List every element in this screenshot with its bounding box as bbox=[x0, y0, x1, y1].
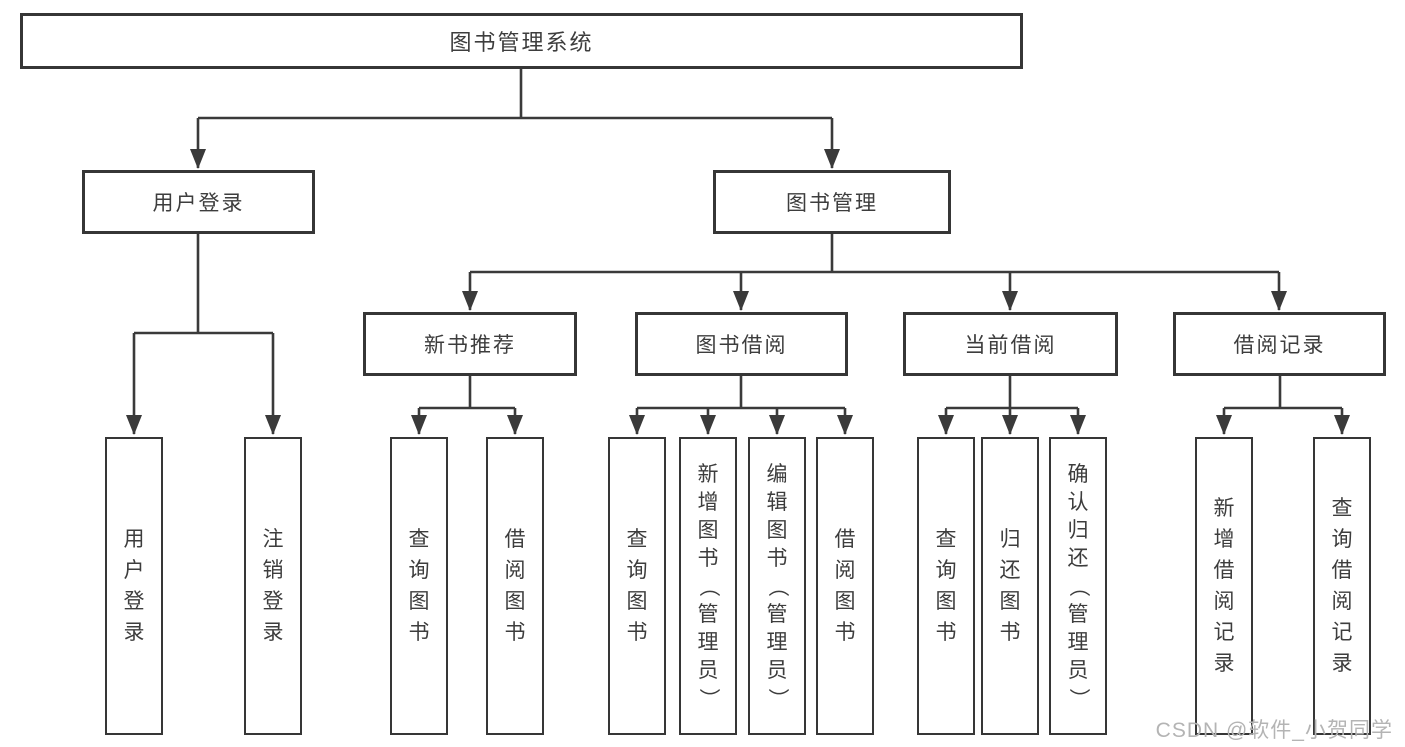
node-current-borrow: 当前借阅 bbox=[903, 312, 1118, 376]
node-label: 新书推荐 bbox=[424, 334, 516, 357]
node-label: 借阅记录 bbox=[1233, 334, 1326, 357]
vertical-char: 增 bbox=[697, 490, 719, 514]
leaf-query-books-current: 查询图书 bbox=[917, 437, 975, 735]
vertical-char: 书 bbox=[408, 621, 430, 644]
vertical-char: 录 bbox=[1331, 652, 1353, 675]
vertical-char: 图 bbox=[834, 590, 856, 613]
vertical-char: 新 bbox=[1213, 497, 1235, 520]
vertical-char: （ bbox=[696, 575, 720, 597]
vertical-char: ） bbox=[1066, 687, 1090, 709]
vertical-char: 还 bbox=[999, 559, 1021, 582]
vertical-char: 查 bbox=[1331, 497, 1353, 520]
node-new-book-recommend: 新书推荐 bbox=[363, 312, 577, 376]
node-library-system: 图书管理系统 bbox=[20, 13, 1023, 69]
vertical-char: 注 bbox=[262, 528, 284, 551]
vertical-char: 阅 bbox=[1331, 590, 1353, 613]
vertical-char: （ bbox=[765, 575, 789, 597]
vertical-char: 书 bbox=[999, 621, 1021, 644]
vertical-char: 借 bbox=[1331, 559, 1353, 582]
vertical-char: ） bbox=[696, 687, 720, 709]
vertical-char: 阅 bbox=[504, 559, 526, 582]
vertical-char: 理 bbox=[766, 630, 788, 654]
leaf-return-books: 归还图书 bbox=[981, 437, 1039, 735]
vertical-char: 图 bbox=[504, 590, 526, 613]
vertical-char: 询 bbox=[626, 559, 648, 582]
vertical-char: 阅 bbox=[1213, 590, 1235, 613]
vertical-char: 管 bbox=[697, 602, 719, 626]
vertical-char: 登 bbox=[262, 590, 284, 613]
vertical-char: 借 bbox=[504, 528, 526, 551]
vertical-char: 管 bbox=[1067, 602, 1089, 626]
node-label: 图书借阅 bbox=[695, 334, 788, 357]
leaf-query-books-borrow: 查询图书 bbox=[608, 437, 666, 735]
vertical-char: 查 bbox=[626, 528, 648, 551]
leaf-confirm-return-admin: 确认归还 （ 管理员 ） bbox=[1049, 437, 1107, 735]
leaf-logout: 注销登录 bbox=[244, 437, 302, 735]
vertical-char: 书 bbox=[697, 546, 719, 570]
node-book-borrow: 图书借阅 bbox=[635, 312, 848, 376]
vertical-char: 记 bbox=[1213, 621, 1235, 644]
vertical-char: 增 bbox=[1213, 528, 1235, 551]
leaf-query-books-recommend: 查询图书 bbox=[390, 437, 448, 735]
vertical-char: 查 bbox=[408, 528, 430, 551]
vertical-char: 新 bbox=[697, 462, 719, 486]
vertical-char: （ bbox=[1066, 575, 1090, 597]
leaf-user-login: 用户登录 bbox=[105, 437, 163, 735]
vertical-char: 销 bbox=[262, 559, 284, 582]
vertical-char: 借 bbox=[834, 528, 856, 551]
vertical-char: 询 bbox=[1331, 528, 1353, 551]
node-label: 用户登录 bbox=[152, 192, 245, 215]
vertical-char: 确 bbox=[1067, 462, 1089, 486]
vertical-char: 图 bbox=[626, 590, 648, 613]
vertical-char: 录 bbox=[123, 621, 145, 644]
leaf-query-borrow-record: 查询借阅记录 bbox=[1313, 437, 1371, 735]
vertical-char: 录 bbox=[1213, 652, 1235, 675]
vertical-char: ） bbox=[765, 687, 789, 709]
vertical-char: 辑 bbox=[766, 490, 788, 514]
leaf-borrow-books-recommend: 借阅图书 bbox=[486, 437, 544, 735]
vertical-char: 认 bbox=[1067, 490, 1089, 514]
vertical-char: 编 bbox=[766, 462, 788, 486]
vertical-char: 户 bbox=[123, 559, 145, 582]
vertical-char: 书 bbox=[504, 621, 526, 644]
vertical-char: 书 bbox=[834, 621, 856, 644]
vertical-char: 理 bbox=[697, 630, 719, 654]
leaf-borrow-books-borrow: 借阅图书 bbox=[816, 437, 874, 735]
vertical-char: 借 bbox=[1213, 559, 1235, 582]
vertical-char: 登 bbox=[123, 590, 145, 613]
vertical-char: 询 bbox=[935, 559, 957, 582]
vertical-char: 管 bbox=[766, 602, 788, 626]
vertical-char: 图 bbox=[935, 590, 957, 613]
vertical-char: 录 bbox=[262, 621, 284, 644]
node-borrow-records: 借阅记录 bbox=[1173, 312, 1386, 376]
vertical-char: 员 bbox=[697, 658, 719, 682]
vertical-char: 还 bbox=[1067, 546, 1089, 570]
node-user-login: 用户登录 bbox=[82, 170, 315, 234]
vertical-char: 图 bbox=[408, 590, 430, 613]
vertical-char: 员 bbox=[1067, 658, 1089, 682]
leaf-edit-book-admin: 编辑图书 （ 管理员 ） bbox=[748, 437, 806, 735]
node-label: 当前借阅 bbox=[964, 334, 1057, 357]
vertical-char: 理 bbox=[1067, 630, 1089, 654]
node-label: 图书管理 bbox=[786, 192, 878, 215]
vertical-char: 书 bbox=[626, 621, 648, 644]
node-label: 图书管理系统 bbox=[449, 30, 594, 55]
vertical-char: 书 bbox=[766, 546, 788, 570]
vertical-char: 用 bbox=[123, 528, 145, 551]
vertical-char: 归 bbox=[999, 528, 1021, 551]
vertical-char: 图 bbox=[697, 518, 719, 542]
vertical-char: 图 bbox=[766, 518, 788, 542]
vertical-char: 询 bbox=[408, 559, 430, 582]
vertical-char: 查 bbox=[935, 528, 957, 551]
leaf-add-borrow-record: 新增借阅记录 bbox=[1195, 437, 1253, 735]
leaf-add-book-admin: 新增图书 （ 管理员 ） bbox=[679, 437, 737, 735]
node-book-management: 图书管理 bbox=[713, 170, 951, 234]
vertical-char: 阅 bbox=[834, 559, 856, 582]
vertical-char: 书 bbox=[935, 621, 957, 644]
vertical-char: 员 bbox=[766, 658, 788, 682]
vertical-char: 图 bbox=[999, 590, 1021, 613]
vertical-char: 记 bbox=[1331, 621, 1353, 644]
vertical-char: 归 bbox=[1067, 518, 1089, 542]
